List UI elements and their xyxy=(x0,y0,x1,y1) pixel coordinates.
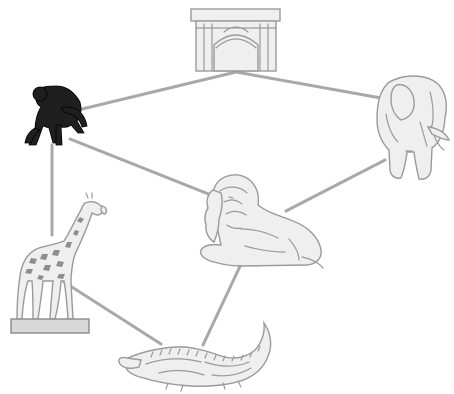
giraffe-node xyxy=(11,193,106,333)
giraffe-icon xyxy=(11,193,106,333)
chimpanzee-node xyxy=(25,86,87,145)
edge-giraffe-crocodile xyxy=(64,282,161,344)
edge-gate-chimpanzee xyxy=(78,72,236,110)
gate-icon xyxy=(191,9,280,71)
elephant-node xyxy=(377,76,449,179)
edge-gate-elephant xyxy=(236,72,381,98)
lion-icon xyxy=(201,175,323,268)
edge-lion-crocodile xyxy=(203,262,242,345)
edge-elephant-lion xyxy=(286,160,385,211)
lion-node xyxy=(201,175,323,268)
gate-node xyxy=(191,9,280,71)
elephant-icon xyxy=(377,76,449,179)
edge-chimpanzee-lion xyxy=(70,139,216,197)
chimpanzee-icon xyxy=(25,86,87,145)
